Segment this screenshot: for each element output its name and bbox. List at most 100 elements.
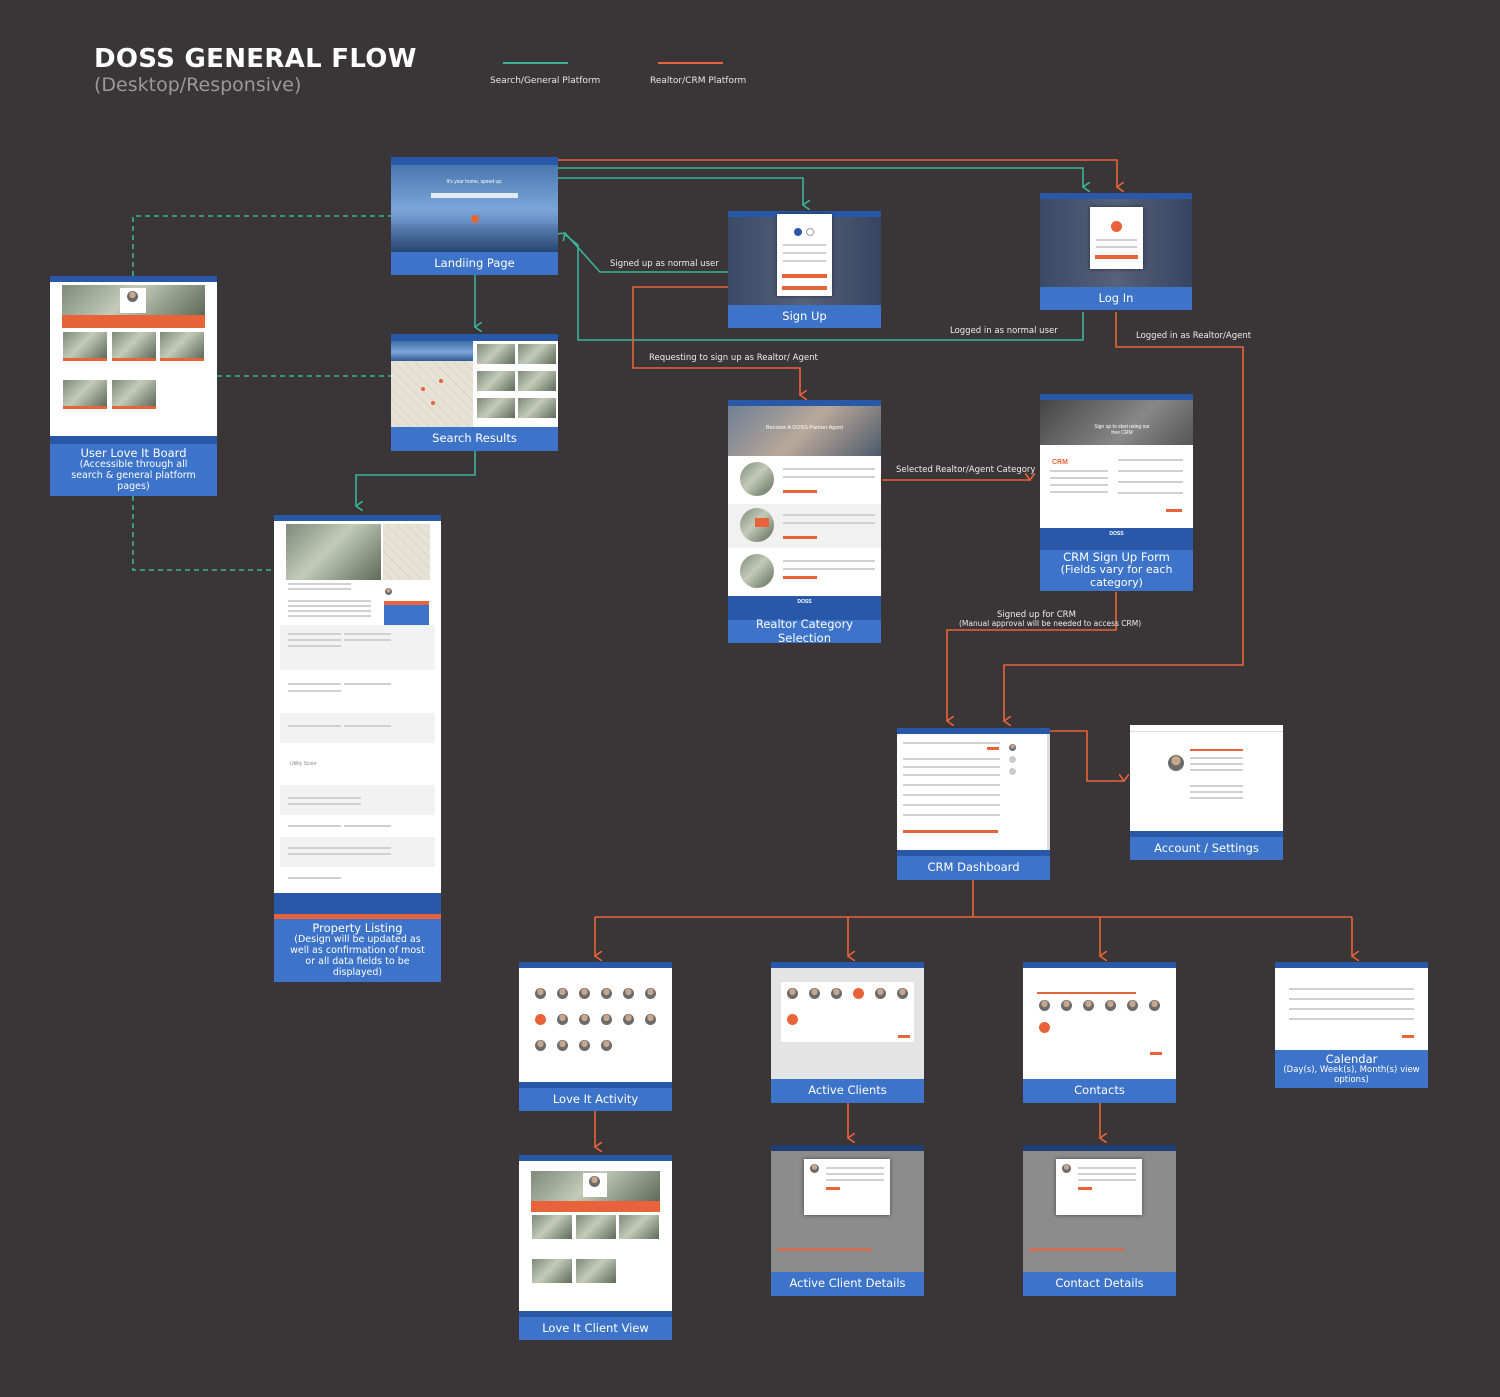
client-profile-card <box>583 1173 607 1197</box>
thumb-footer <box>274 893 441 919</box>
agent-avatar <box>385 588 392 595</box>
wire-landing-signup <box>531 168 803 205</box>
landing-floor <box>391 224 558 252</box>
wire-signup-category <box>632 286 800 395</box>
contacts-thumbnail[interactable] <box>1023 962 1176 1079</box>
thumb-navbar <box>1130 725 1283 732</box>
thumb-navbar <box>50 276 217 282</box>
for-sale-sign-icon <box>755 518 769 527</box>
thumb-navbar <box>1040 193 1192 199</box>
thumb-navbar <box>1275 962 1428 968</box>
thumb-footer: DOSS <box>1040 528 1193 550</box>
wire-signup-landing <box>565 233 778 273</box>
thumb-navbar <box>274 515 441 521</box>
signup-realtor-button[interactable] <box>782 286 827 290</box>
label-logged-in-realtor: Logged in as Realtor/Agent <box>1136 331 1252 341</box>
love-board-profile-card <box>120 288 146 313</box>
label-requesting-realtor: Requesting to sign up as Realtor/ Agent <box>649 353 818 363</box>
search-results-thumbnail[interactable] <box>391 334 558 427</box>
avatar <box>127 291 138 302</box>
realtor-category-thumbnail[interactable]: Become A DOSS Partner Agent DOSS <box>728 400 881 620</box>
crm-banner: Sign up to start using our free CRM <box>1094 424 1150 436</box>
thumb-navbar <box>1023 1145 1176 1151</box>
login-modal[interactable] <box>1090 207 1143 269</box>
avatar <box>1062 1164 1071 1173</box>
landing-page-thumbnail[interactable]: It's your home, speed up. <box>391 157 558 252</box>
user-icon <box>1111 221 1122 232</box>
thumb-navbar <box>1023 962 1176 968</box>
label-landing-page: Landiing Page <box>391 252 558 275</box>
crm-signup-thumbnail[interactable]: Sign up to start using our free CRM CRM … <box>1040 394 1193 550</box>
wire-dashboard-branch <box>595 880 1352 918</box>
search-hero <box>391 341 473 361</box>
google-icon <box>806 228 814 236</box>
avatar <box>1168 755 1184 771</box>
signup-modal[interactable] <box>777 214 832 296</box>
legend-general-line <box>503 62 568 64</box>
wire-login-dashboard <box>1004 312 1244 721</box>
thumb-navbar <box>519 1155 672 1161</box>
active-client-details-thumbnail[interactable] <box>771 1145 924 1272</box>
crm-dashboard-thumbnail[interactable] <box>897 728 1050 856</box>
wire-login-landing <box>562 232 1084 341</box>
label-love-board: User Love It Board (Accessible through a… <box>50 444 217 496</box>
wire-dashed-landing <box>132 215 391 276</box>
thumb-navbar <box>771 1145 924 1151</box>
thumb-navbar <box>519 962 672 968</box>
thumb-navbar <box>391 157 558 165</box>
property-listing-thumbnail[interactable]: Utility Score <box>274 515 441 919</box>
wire-search-property <box>356 451 476 506</box>
account-settings-thumbnail[interactable] <box>1130 725 1283 837</box>
client-detail-modal[interactable] <box>804 1159 890 1215</box>
label-logged-in-normal: Logged in as normal user <box>950 326 1058 336</box>
page-title: DOSS GENERAL FLOW <box>94 44 417 74</box>
love-board-stats-bar <box>62 315 205 328</box>
thumb-navbar <box>728 400 881 406</box>
label-account-settings: Account / Settings <box>1130 837 1283 860</box>
thumb-navbar <box>391 334 558 341</box>
utility-score-label: Utility Score <box>290 761 317 767</box>
label-signed-up-crm: Signed up for CRM <box>997 610 1076 620</box>
category-banner: Become A DOSS Partner Agent <box>765 425 844 431</box>
legend-crm-label: Realtor/CRM Platform <box>650 76 747 86</box>
footer-logo: DOSS <box>797 599 812 605</box>
property-map <box>383 524 430 580</box>
signup-submit-button[interactable] <box>782 274 827 278</box>
signup-thumbnail[interactable] <box>728 211 881 305</box>
avatar <box>589 1176 600 1187</box>
label-realtor-category: Realtor Category Selection <box>728 618 881 644</box>
wire-landing-login-crm <box>548 159 1117 187</box>
facebook-icon <box>794 228 802 236</box>
wire-dashboard-account <box>1050 730 1124 781</box>
thumb-footer: DOSS <box>728 596 881 620</box>
contact-detail-modal[interactable] <box>1056 1159 1142 1215</box>
label-property-listing: Property Listing (Design will be updated… <box>274 919 441 982</box>
label-search-results: Search Results <box>391 427 558 451</box>
label-active-clients: Active Clients <box>771 1079 924 1103</box>
property-photo <box>286 524 381 580</box>
label-sign-up: Sign Up <box>728 305 881 328</box>
thumb-footer <box>50 436 217 444</box>
love-client-view-thumbnail[interactable] <box>519 1155 672 1317</box>
crm-signup-submit-button[interactable] <box>1166 509 1182 512</box>
label-calendar: Calendar (Day(s), Week(s), Month(s) view… <box>1275 1050 1428 1088</box>
contact-details-thumbnail[interactable] <box>1023 1145 1176 1272</box>
crm-hero: Sign up to start using our free CRM <box>1040 400 1193 445</box>
category-hero: Become A DOSS Partner Agent <box>728 406 881 456</box>
active-clients-thumbnail[interactable] <box>771 962 924 1079</box>
login-submit-button[interactable] <box>1095 255 1138 259</box>
crm-brand: CRM <box>1052 459 1068 466</box>
avatar <box>1009 744 1016 751</box>
label-selected-category: Selected Realtor/Agent Category <box>896 465 1036 475</box>
wire-landing-login <box>540 167 1083 187</box>
label-log-in: Log In <box>1040 287 1192 310</box>
landing-search-bar[interactable] <box>431 193 518 198</box>
page-subtitle: (Desktop/Responsive) <box>94 74 302 96</box>
love-activity-thumbnail[interactable] <box>519 962 672 1088</box>
love-board-thumbnail[interactable] <box>50 276 217 444</box>
login-thumbnail[interactable] <box>1040 193 1192 287</box>
calendar-thumbnail[interactable] <box>1275 962 1428 1050</box>
thumb-footer <box>519 1311 672 1317</box>
thumb-footer <box>897 850 1050 856</box>
